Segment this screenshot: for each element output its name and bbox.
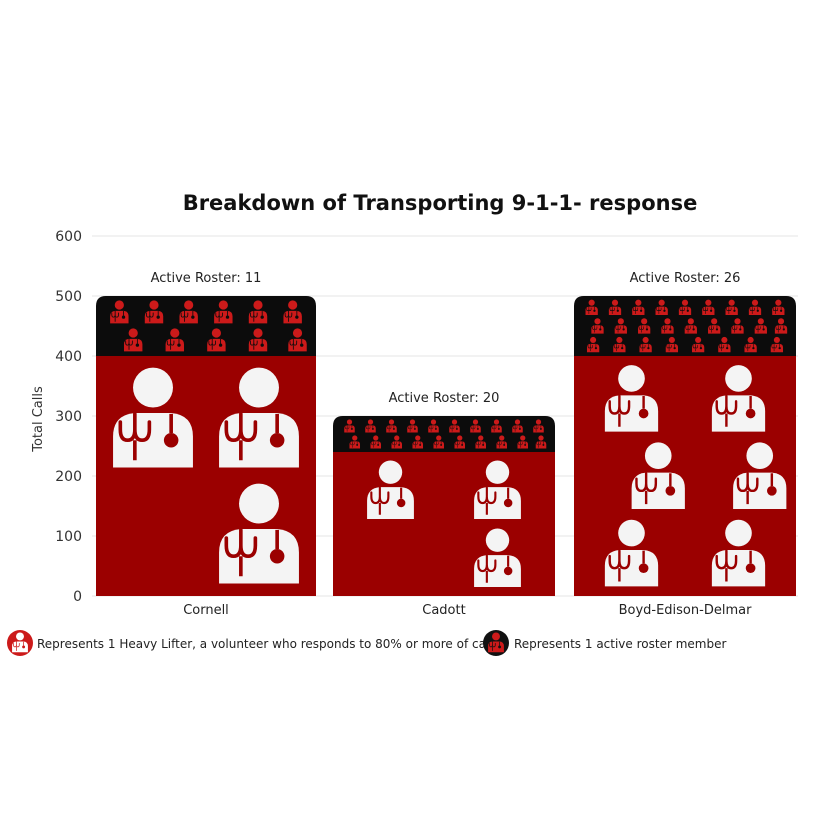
x-tick-label: Cornell	[183, 603, 229, 618]
legend-item-heavy-lifter: Represents 1 Heavy Lifter, a volunteer w…	[7, 630, 499, 656]
y-tick-label: 400	[55, 349, 82, 365]
y-tick-label: 0	[73, 589, 82, 605]
x-tick-label: Boyd-Edison-Delmar	[619, 603, 752, 618]
y-axis-title: Total Calls	[31, 386, 46, 453]
bar-annotation: Active Roster: 26	[630, 271, 741, 286]
legend-item-roster-member: Represents 1 active roster member	[483, 630, 726, 656]
bar-annotation: Active Roster: 20	[389, 391, 500, 406]
y-tick-label: 500	[55, 289, 82, 305]
bars	[96, 296, 796, 596]
y-tick-label: 600	[55, 229, 82, 245]
legend-label-roster-member: Represents 1 active roster member	[514, 637, 726, 651]
bar-annotation: Active Roster: 11	[151, 271, 262, 286]
bar-group-cadott	[333, 416, 555, 596]
y-tick-label: 300	[55, 409, 82, 425]
y-tick-label: 100	[55, 529, 82, 545]
chart-title: Breakdown of Transporting 9-1-1- respons…	[183, 191, 698, 215]
bar-group-cornell	[96, 296, 316, 596]
labels: Active Roster: 11 Cornell Active Roster: 2…	[151, 271, 752, 618]
bar-heavy-lifter-segment	[333, 452, 555, 596]
x-tick-label: Cadott	[422, 603, 465, 618]
legend: Represents 1 Heavy Lifter, a volunteer w…	[7, 630, 726, 656]
y-axis: 0 100 200 300 400 500 600	[55, 229, 82, 605]
y-tick-label: 200	[55, 469, 82, 485]
legend-label-heavy-lifter: Represents 1 Heavy Lifter, a volunteer w…	[37, 637, 499, 651]
bar-group-boyd-edison-delmar	[574, 296, 796, 596]
bar-roster-segment	[574, 296, 796, 356]
